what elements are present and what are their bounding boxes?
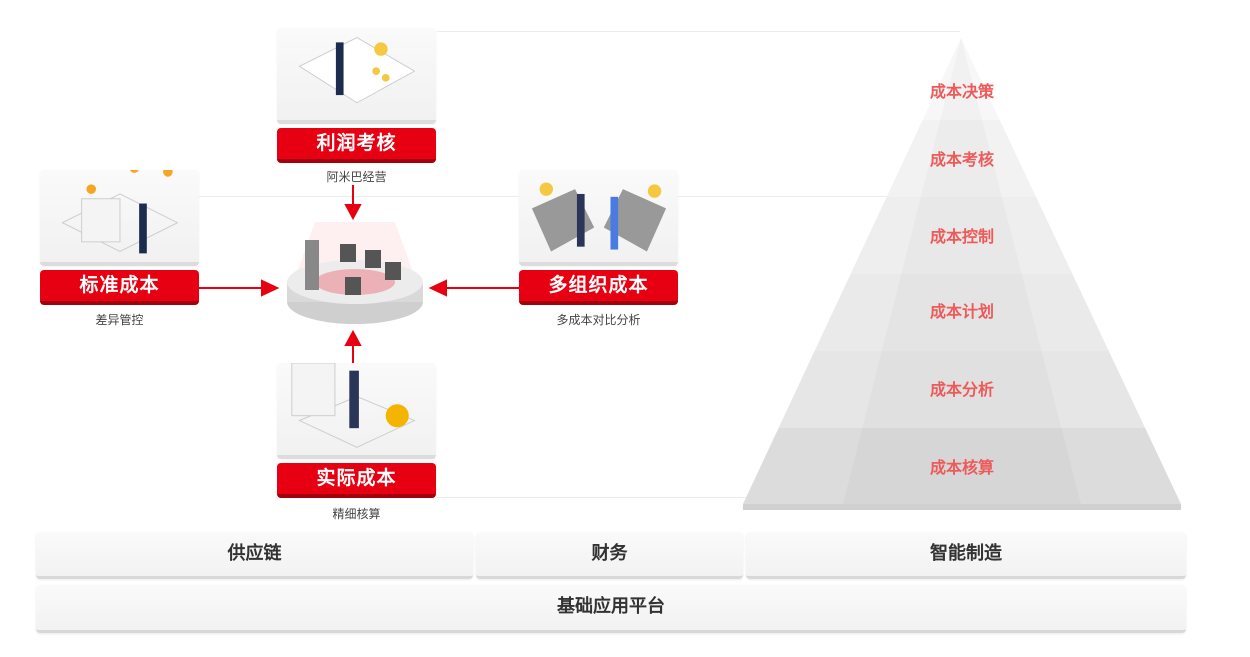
pyramid-tier: 成本决策: [929, 82, 994, 101]
standard-cost-illustration: [40, 163, 199, 266]
pyramid-tier: 成本考核: [929, 150, 994, 169]
module-title: 实际成本: [277, 463, 436, 498]
module-title: 标准成本: [40, 270, 199, 305]
platform-smart-manufacturing: 智能制造: [746, 532, 1186, 579]
module-subtitle: 精细核算: [332, 507, 381, 521]
platform-supply-chain: 供应链: [36, 532, 473, 579]
connector-line: [437, 31, 960, 32]
profit-assessment-illustration: [277, 28, 436, 124]
actual-cost-illustration: [277, 362, 436, 459]
pyramid-tier: 成本核算: [929, 458, 994, 477]
pyramid-tier: 成本分析: [929, 380, 994, 399]
module-title: 利润考核: [277, 128, 436, 163]
module-subtitle: 多成本对比分析: [556, 313, 641, 327]
connector-line: [437, 497, 747, 498]
pyramid-tier: 成本计划: [929, 302, 994, 321]
platform-finance: 财务: [476, 532, 743, 579]
module-title: 多组织成本: [519, 270, 678, 305]
pyramid-tier: 成本控制: [929, 227, 994, 246]
module-subtitle: 差异管控: [95, 313, 144, 327]
module-subtitle: 阿米巴经营: [326, 170, 387, 184]
multi-org-cost-illustration: [519, 170, 678, 266]
flow-arrows: [198, 185, 519, 365]
platform-base: 基础应用平台: [36, 585, 1186, 633]
cost-center-platform-illustration: [280, 222, 430, 332]
cost-pyramid: 成本决策 成本考核 成本控制 成本计划 成本分析 成本核算: [743, 36, 1181, 512]
